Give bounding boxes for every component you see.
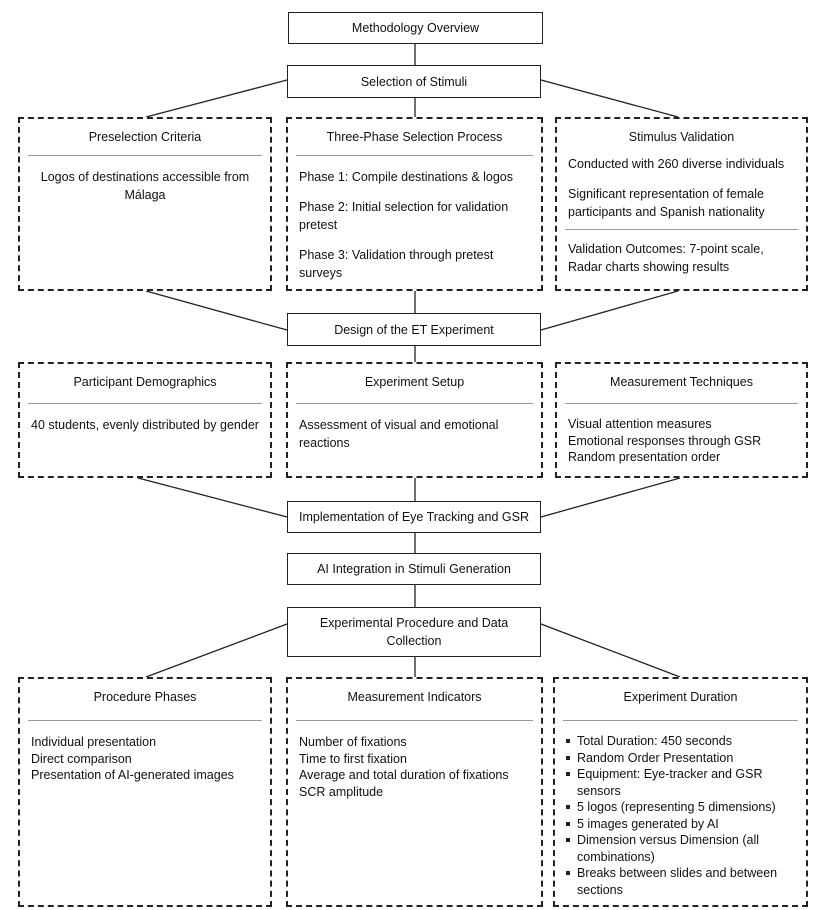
indicator-item: SCR amplitude xyxy=(299,784,384,799)
node-label: Experimental Procedure and Data Collecti… xyxy=(319,616,509,648)
three-phase-selection-panel: Three-Phase Selection Process Phase 1: C… xyxy=(286,117,543,291)
duration-item: Equipment: Eye-tracker and GSR sensors xyxy=(566,766,795,799)
preselection-criteria-panel: Preselection Criteria Logos of destinati… xyxy=(18,117,272,291)
phase-item: Presentation of AI-generated images xyxy=(31,768,234,782)
divider xyxy=(28,720,262,721)
panel-title: Participant Demographics xyxy=(73,375,217,389)
panel-title: Stimulus Validation xyxy=(628,130,735,144)
validation-item: Conducted with 260 diverse individuals xyxy=(568,157,785,171)
panel-title: Three-Phase Selection Process xyxy=(326,130,503,144)
connector xyxy=(540,290,679,331)
divider xyxy=(28,155,262,156)
divider xyxy=(28,403,262,404)
panel-text: 40 students, evenly distributed by gende… xyxy=(31,418,259,432)
panel-title: Preselection Criteria xyxy=(88,130,202,144)
phase-item: Phase 3: Validation through pretest surv… xyxy=(299,248,494,280)
connector xyxy=(540,477,681,518)
validation-outcomes: Validation Outcomes: 7-point scale, Rada… xyxy=(568,242,764,274)
node-label: Methodology Overview xyxy=(351,21,480,35)
node-label: AI Integration in Stimuli Generation xyxy=(317,562,511,576)
indicator-item: Average and total duration of fixations xyxy=(299,768,509,782)
panel-text: Logos of destinations accessible from Má… xyxy=(40,170,250,202)
divider xyxy=(563,720,798,721)
connector xyxy=(137,477,288,518)
technique-item: Emotional responses through GSR xyxy=(568,433,762,448)
measurement-techniques-panel: Measurement Techniques Visual attention … xyxy=(555,362,808,478)
panel-title: Experiment Setup xyxy=(364,375,465,389)
selection-of-stimuli-box: Selection of Stimuli xyxy=(287,65,541,98)
stimulus-validation-panel: Stimulus Validation Conducted with 260 d… xyxy=(555,117,808,291)
ai-integration-box: AI Integration in Stimuli Generation xyxy=(287,553,541,585)
duration-item: 5 logos (representing 5 dimensions) xyxy=(566,799,795,816)
node-label: Design of the ET Experiment xyxy=(334,322,494,337)
indicator-item: Time to first fixation xyxy=(299,751,407,766)
panel-title: Experiment Duration xyxy=(623,690,738,704)
experiment-duration-panel: Experiment Duration Total Duration: 450 … xyxy=(553,677,808,907)
technique-item: Random presentation order xyxy=(568,450,721,464)
duration-item: Total Duration: 450 seconds xyxy=(566,733,795,750)
divider xyxy=(565,403,798,404)
validation-item: Significant representation of female par… xyxy=(568,187,765,219)
duration-item: Dimension versus Dimension (all combinat… xyxy=(566,832,795,865)
connector xyxy=(145,623,288,678)
duration-item: Breaks between slides and between sectio… xyxy=(566,865,795,898)
divider xyxy=(296,720,533,721)
participant-demographics-panel: Participant Demographics 40 students, ev… xyxy=(18,362,272,478)
panel-title: Measurement Indicators xyxy=(347,690,482,704)
phase-item: Direct comparison xyxy=(31,751,132,766)
panel-title: Procedure Phases xyxy=(93,690,197,704)
measurement-indicators-panel: Measurement Indicators Number of fixatio… xyxy=(286,677,543,907)
phase-item: Individual presentation xyxy=(31,735,157,749)
design-et-experiment-box: Design of the ET Experiment xyxy=(287,313,541,346)
divider xyxy=(296,155,533,156)
divider xyxy=(565,229,798,230)
connector xyxy=(540,79,679,118)
connector xyxy=(145,290,288,331)
methodology-overview-box: Methodology Overview xyxy=(288,12,543,44)
phase-item: Phase 2: Initial selection for validatio… xyxy=(299,200,509,232)
phase-item: Phase 1: Compile destinations & logos xyxy=(299,170,514,184)
panel-text: Assessment of visual and emotional react… xyxy=(299,418,499,450)
procedure-phases-panel: Procedure Phases Individual presentation… xyxy=(18,677,272,907)
panel-title: Measurement Techniques xyxy=(610,375,753,389)
duration-item: Random Order Presentation xyxy=(566,750,795,767)
duration-list: Total Duration: 450 seconds Random Order… xyxy=(566,733,795,898)
experiment-setup-panel: Experiment Setup Assessment of visual an… xyxy=(286,362,543,478)
connector xyxy=(145,79,288,118)
duration-item: 5 images generated by AI xyxy=(566,816,795,833)
connector xyxy=(540,623,681,678)
indicator-item: Number of fixations xyxy=(299,735,407,749)
node-label: Selection of Stimuli xyxy=(360,74,468,89)
experimental-procedure-box: Experimental Procedure and Data Collecti… xyxy=(287,607,541,657)
technique-item: Visual attention measures xyxy=(568,417,712,431)
divider xyxy=(296,403,533,404)
implementation-box: Implementation of Eye Tracking and GSR xyxy=(287,501,541,533)
node-label: Implementation of Eye Tracking and GSR xyxy=(299,510,529,524)
